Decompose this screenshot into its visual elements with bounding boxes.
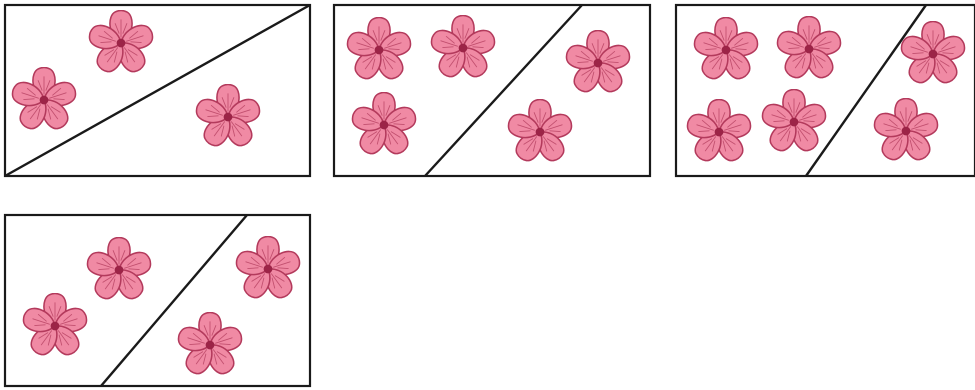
flower-icon (194, 84, 263, 149)
flower-icon (429, 15, 498, 80)
flower-icon (872, 98, 941, 163)
flower-icon (506, 99, 575, 164)
flower-icon (345, 17, 414, 82)
flower-icon (685, 99, 754, 164)
panel-1 (5, 5, 310, 176)
flower-icon (10, 67, 79, 132)
flower-icon (21, 293, 90, 358)
panel-4 (5, 215, 310, 386)
flower-icon (564, 30, 633, 95)
flower-icon (85, 237, 154, 302)
panel-2 (334, 5, 650, 176)
flower-icon (775, 16, 844, 81)
flower-icon (692, 17, 761, 82)
panel-3 (676, 5, 975, 176)
flower-icon (760, 89, 829, 154)
flower-icon (87, 10, 156, 75)
flower-icon (176, 312, 245, 377)
flower-icon (234, 236, 303, 301)
flower-icon (350, 92, 419, 157)
